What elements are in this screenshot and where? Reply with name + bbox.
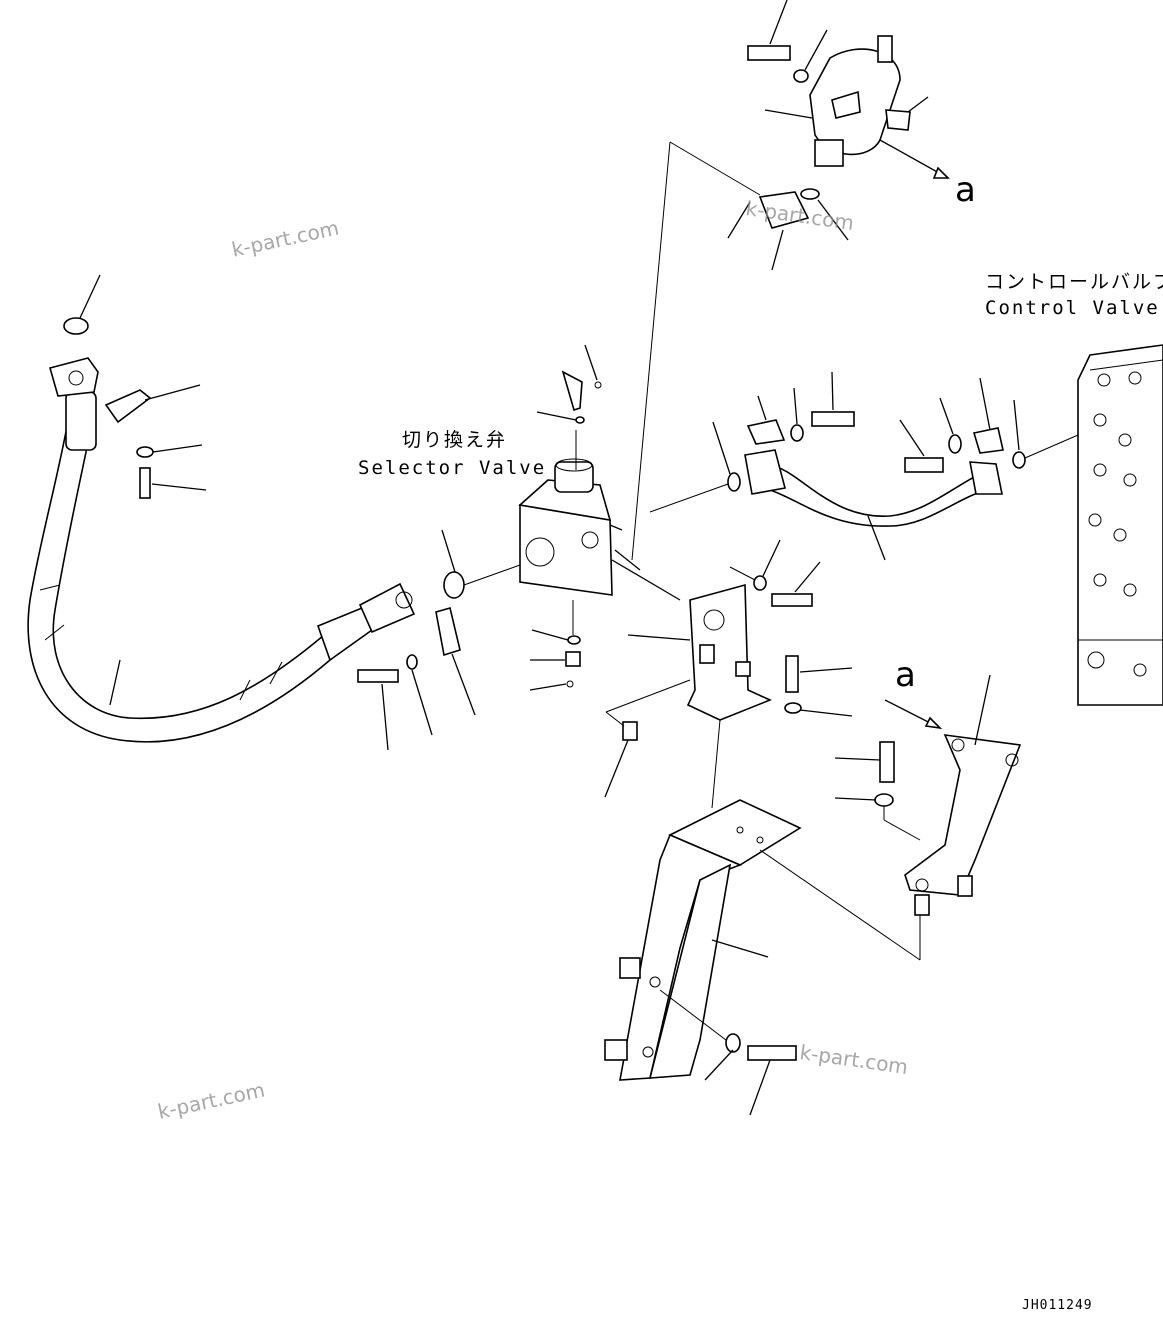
stand-bracket [604, 799, 921, 1116]
hose-end-fasteners [357, 607, 476, 751]
hose-clamp-parts-left [63, 274, 207, 499]
selector-fittings [441, 344, 602, 691]
mounting-bracket [604, 539, 853, 809]
short-hose-assembly [649, 371, 1086, 561]
selector-valve-body [518, 458, 681, 601]
accumulator-assembly [631, 0, 950, 561]
selector-valve-label-jp: 切り換え弁 [402, 429, 508, 451]
control-valve-label-en: Control Valve [985, 297, 1160, 319]
drawing-code: JH011249 [1022, 1298, 1093, 1313]
control-valve-label-jp: コントロールバルブ [985, 271, 1163, 293]
reference-letter-a-mid: a [895, 655, 916, 695]
bracket-plate-right [834, 674, 1022, 916]
control-valve-block [1077, 344, 1163, 706]
large-hose-assembly [27, 357, 416, 743]
selector-valve-label-en: Selector Valve [358, 457, 547, 479]
reference-letter-a-top: a [955, 170, 976, 210]
